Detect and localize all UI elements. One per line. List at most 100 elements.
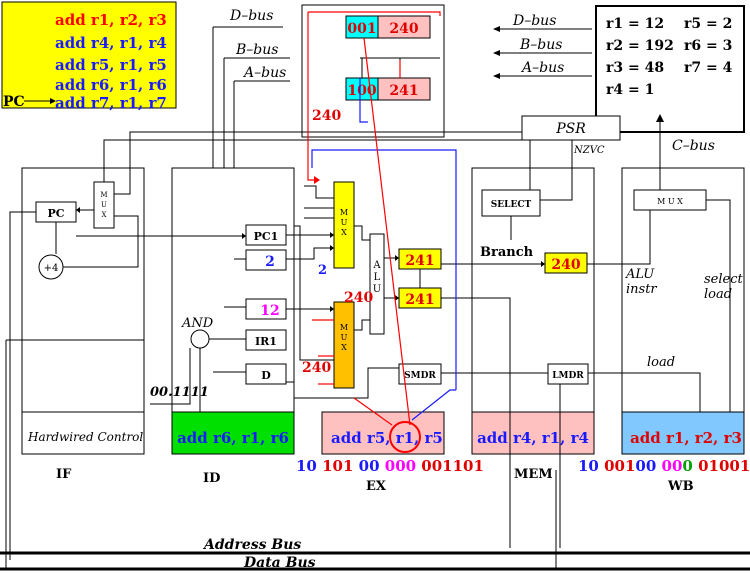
ex-encoding-segment-1: 101	[317, 457, 354, 475]
mux-a-x: X	[341, 228, 347, 237]
id-instr-box	[171, 411, 295, 455]
alu-mux-b	[333, 301, 355, 389]
d-label: D	[261, 369, 271, 382]
select-load-line-1: load	[704, 287, 732, 302]
ex-instr-b: r1	[396, 429, 414, 447]
id-instr: add r6, r1, r6	[177, 429, 289, 447]
select-load-line-0: select	[704, 272, 743, 287]
reg-r3: r3 = 48	[606, 60, 664, 76]
wb-encoding-segment-2: 00	[635, 457, 656, 475]
if-mux-u: U	[101, 201, 107, 209]
program-line-2: add r4, r1, r4	[55, 34, 167, 52]
wb-stage	[621, 167, 745, 455]
ex-instr-a: add r5,	[331, 429, 396, 447]
pc-register-label: PC	[47, 207, 64, 220]
rf-b-bus-label: B–bus	[519, 37, 562, 53]
mem-instr: add r4, r1, r4	[477, 429, 589, 447]
ex-source-highlight	[389, 421, 421, 453]
reg-r5: r5 = 2	[684, 16, 732, 32]
alu-mux-a	[333, 181, 355, 269]
ex-label: EX	[366, 479, 387, 494]
if-mux-m: M	[100, 191, 107, 199]
fwd-tag-2-text: 100	[347, 83, 376, 99]
a-bus-label: A–bus	[242, 65, 286, 81]
fwd-val-2-box	[377, 77, 431, 101]
mux-b-x: X	[341, 343, 347, 352]
ex-encoding: 10 101 00 000 001101	[296, 457, 484, 475]
wb-encoding-segment-0: 10	[578, 457, 599, 475]
load-label: load	[647, 355, 675, 370]
fwd-240-c: 240	[302, 360, 331, 376]
wb-encoding: 10 00100 000 010011	[578, 457, 750, 475]
if-label: IF	[56, 467, 72, 482]
program-line-4: add r6, r1, r6	[55, 76, 167, 94]
psr-label: PSR	[555, 121, 586, 137]
nzvc-label: NZVC	[573, 145, 605, 156]
mem-alu-value: 240	[551, 257, 580, 273]
b-bus-label: B–bus	[235, 42, 278, 58]
fwd-240-a: 240	[344, 290, 373, 306]
reg-r7: r7 = 4	[684, 60, 733, 76]
alu-l: L	[374, 272, 381, 283]
mux-out-2: 2	[318, 263, 327, 278]
alu-out-1-value: 241	[405, 253, 434, 269]
and-label: AND	[181, 316, 214, 331]
alu	[369, 233, 385, 335]
mux-a-m: M	[340, 208, 348, 217]
ex-encoding-segment-2: 00	[353, 457, 379, 475]
reg-r6: r6 = 3	[684, 38, 732, 54]
alu-u: U	[373, 284, 381, 295]
mux-b-m: M	[340, 323, 348, 332]
data-bus-label: Data Bus	[243, 555, 316, 571]
select-label: SELECT	[491, 200, 532, 210]
fwd-tag-1-text: 001	[347, 21, 376, 37]
ex-encoding-segment-4: 001101	[416, 457, 484, 475]
fwd-240-b: 240	[312, 108, 341, 124]
mux-a-u: U	[341, 218, 348, 227]
program-line-3: add r5, r1, r5	[55, 56, 167, 74]
wb-instr: add r1, r2, r3	[630, 429, 742, 447]
program-line-5: add r7, r1, r7	[55, 94, 167, 112]
alu-instr-line-0: ALU	[625, 267, 655, 282]
reg-r2: r2 = 192	[606, 38, 674, 54]
lmdr-register	[547, 363, 589, 385]
wb-encoding-segment-5: 010011	[693, 457, 750, 475]
alu-a: A	[372, 260, 381, 271]
alu-out-2-value: 241	[405, 292, 434, 308]
branch-label: Branch	[480, 245, 534, 260]
mux-b-u: U	[341, 333, 348, 342]
pc1-label: PC1	[254, 230, 279, 243]
d-register	[245, 363, 287, 385]
rf-a-bus-label: A–bus	[520, 60, 564, 76]
fwd-val-1-text: 240	[389, 21, 418, 37]
program-box	[1, 1, 177, 109]
ir1-label: IR1	[255, 335, 277, 348]
ex-encoding-segment-0: 10	[296, 457, 317, 475]
d-bus-label: D–bus	[229, 8, 273, 24]
address-bus-label: Address Bus	[202, 537, 301, 553]
smdr-label: SMDR	[404, 371, 436, 381]
mask-label: 00.1111	[150, 385, 209, 400]
c-bus-label: C–bus	[672, 138, 715, 154]
reg-r4: r4 = 1	[606, 82, 654, 98]
wb-encoding-segment-3: 00	[656, 457, 682, 475]
pc-pointer-label: PC	[3, 94, 25, 110]
wb-label: WB	[667, 479, 694, 494]
alu-instr-line-1: instr	[626, 282, 657, 297]
register-file-box	[595, 5, 745, 133]
ex-encoding-segment-3: 000	[380, 457, 417, 475]
ex-instr: add r5, r1, r5	[331, 429, 443, 447]
lmdr-label: LMDR	[552, 371, 584, 381]
mem-label: MEM	[514, 467, 553, 482]
fwd-val-2-text: 241	[389, 83, 418, 99]
reg-r1: r1 = 12	[606, 16, 664, 32]
and-gate	[190, 329, 210, 349]
rf-d-bus-label: D–bus	[512, 13, 556, 29]
smdr-register	[398, 363, 442, 385]
plus4-label: +4	[44, 263, 59, 274]
wb-mux-label: M U X	[657, 197, 683, 206]
